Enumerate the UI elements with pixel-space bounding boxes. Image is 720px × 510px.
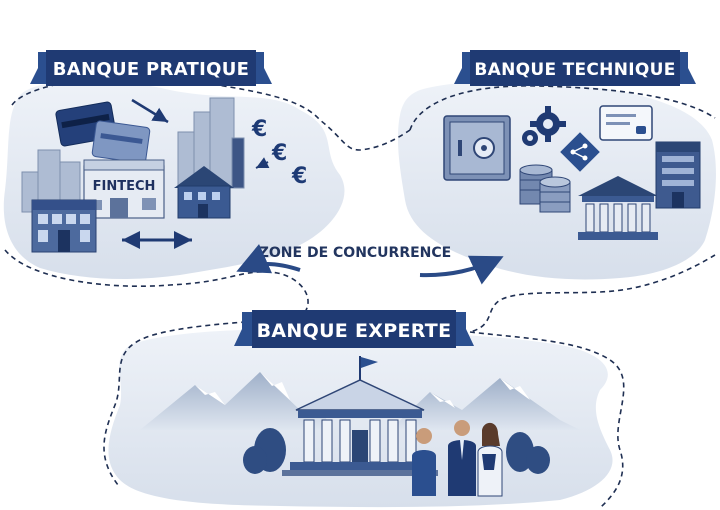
dashed-technique-outline: [409, 85, 716, 131]
gear-icon: [522, 106, 566, 146]
pratique-illustration: € € € FINTECH: [21, 97, 307, 253]
dashed-boundaries: [4, 76, 716, 509]
id-card-icon: [599, 105, 653, 141]
arrow-down-right-icon: [131, 98, 169, 124]
euro-icon: € € €: [251, 117, 307, 189]
headquarters-bank-icon: [282, 356, 438, 476]
svg-text:€: €: [271, 141, 287, 166]
advisors-people-icon: [412, 420, 503, 497]
dashed-right-lower: [469, 254, 716, 333]
banner-pratique: BANQUE PRATIQUE: [30, 50, 272, 86]
banner-experte: BANQUE EXPERTE: [234, 310, 474, 348]
experte-illustration: [140, 356, 580, 497]
arrow-left-icon: [236, 244, 301, 274]
dashed-experte-left: [103, 317, 301, 486]
svg-text:€: €: [251, 117, 267, 142]
credit-card-icon: [55, 101, 151, 164]
competition-zone-label: ZONE DE CONCURRENCE: [259, 245, 451, 261]
bank-building-icon: [578, 176, 658, 240]
bank-branch-icon: [174, 166, 234, 219]
banner-technique-label: BANQUE TECHNIQUE: [474, 60, 675, 80]
banner-pratique-label: BANQUE PRATIQUE: [53, 59, 249, 80]
fintech-building-icon: FINTECH: [83, 159, 165, 219]
coins-icon: [519, 164, 571, 213]
network-icon: [560, 132, 600, 172]
office-tower-icon: [655, 141, 701, 209]
trees-icon: [243, 428, 550, 474]
fintech-label: FINTECH: [93, 179, 156, 194]
dashed-experte-right: [469, 331, 625, 509]
mountains-icon: [140, 372, 580, 430]
dashed-left-lower: [4, 249, 309, 319]
banner-experte-label: BANQUE EXPERTE: [257, 320, 452, 342]
competition-zone: ZONE DE CONCURRENCE: [236, 244, 504, 285]
safe-icon: [443, 115, 511, 181]
skyline-left-icon: [21, 97, 245, 213]
shop-building-icon: [31, 199, 97, 253]
arrow-right-icon: [419, 255, 504, 285]
technique-illustration: [443, 105, 701, 240]
banner-technique: BANQUE TECHNIQUE: [454, 50, 696, 86]
svg-text:€: €: [291, 164, 307, 189]
